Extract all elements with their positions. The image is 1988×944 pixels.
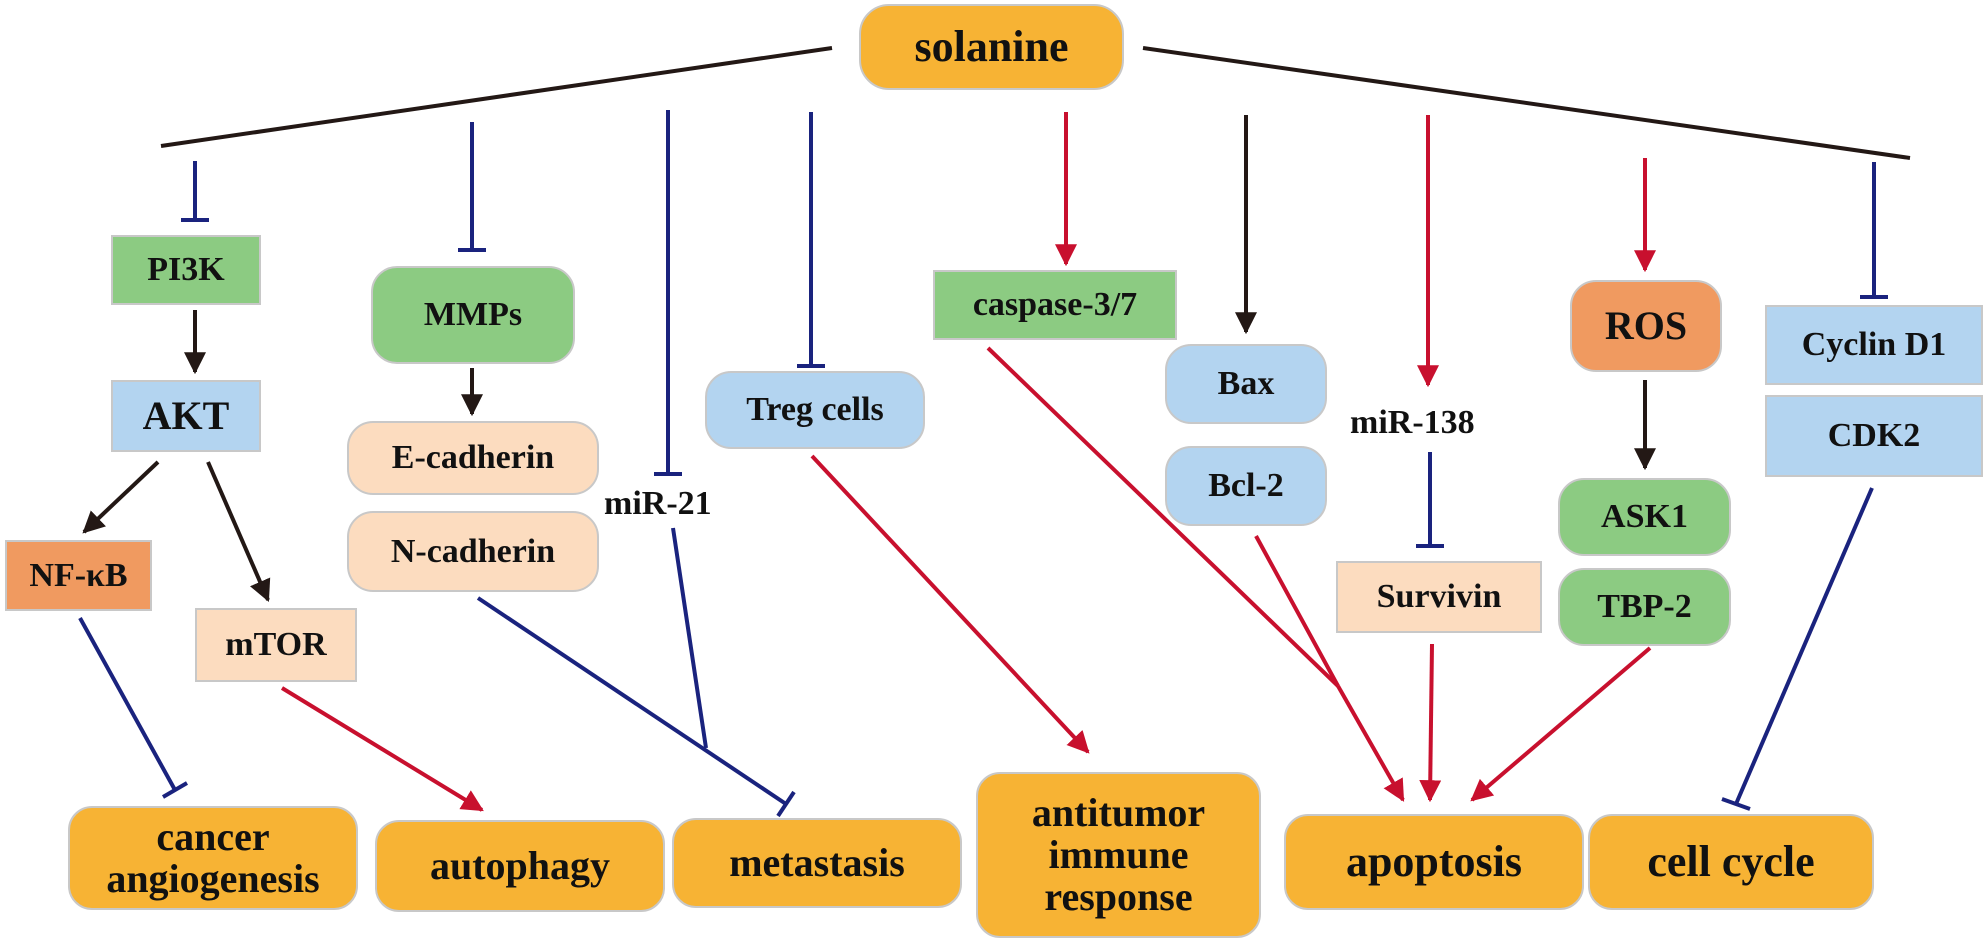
- outcome-metastasis: metastasis: [672, 818, 962, 908]
- edge-mir21-metastasis: [671, 527, 708, 749]
- outcome-cellcycle: cell cycle: [1588, 814, 1874, 910]
- edge-mir138-survivin: [1416, 452, 1444, 548]
- node-ecadherin: E-cadherin: [347, 421, 599, 495]
- edge-mtor-autophagy: [280, 686, 484, 812]
- node-pi3k: PI3K: [111, 235, 261, 305]
- node-cyclind1: Cyclin D1: [1765, 305, 1983, 385]
- label-mir138: miR-138: [1350, 404, 1475, 441]
- node-nfkb: NF-κB: [5, 540, 152, 611]
- edge-solanine-treg: [797, 112, 825, 368]
- node-akt: AKT: [111, 380, 261, 452]
- edge-akt-nfkb: [82, 460, 160, 534]
- edge-solanine-pi3k: [181, 161, 209, 222]
- edge-tbp2-apoptosis: [1470, 646, 1652, 802]
- edge-caspase-apoptosis-tail: [1336, 685, 1405, 802]
- outcome-apoptosis: apoptosis: [1284, 814, 1584, 910]
- branch-line: [160, 46, 833, 148]
- node-ask1: ASK1: [1558, 478, 1731, 556]
- edge-nfkb-angiogenesis: [78, 617, 189, 799]
- node-bax: Bax: [1165, 344, 1327, 424]
- edge-treg-immune: [810, 454, 1090, 754]
- label-mir21: miR-21: [604, 485, 712, 522]
- node-ncadherin: N-cadherin: [347, 511, 599, 592]
- node-cdk2: CDK2: [1765, 395, 1983, 477]
- node-caspase: caspase-3/7: [933, 270, 1177, 340]
- node-survivin: Survivin: [1336, 561, 1542, 633]
- node-mmps: MMPs: [371, 266, 575, 364]
- edge-solanine-cyclind1: [1860, 162, 1888, 299]
- branch-line: [1142, 46, 1911, 160]
- edge-solanine-mir21: [654, 110, 682, 476]
- edge-cdk2-cellcycle: [1721, 487, 1874, 811]
- outcome-immune: antitumor immune response: [976, 772, 1261, 938]
- node-solanine: solanine: [859, 4, 1124, 90]
- edge-akt-mtor: [206, 461, 271, 603]
- outcome-angiogenesis: cancer angiogenesis: [68, 806, 358, 910]
- edge-ncadherin-metastasis: [476, 596, 796, 818]
- node-tbp2: TBP-2: [1558, 568, 1731, 646]
- node-ros: ROS: [1570, 280, 1722, 372]
- outcome-autophagy: autophagy: [375, 820, 665, 912]
- edge-solanine-mmps: [458, 122, 486, 252]
- edge-bcl2-apoptosis: [1254, 535, 1340, 687]
- edge-survivin-apoptosis: [1419, 643, 1442, 803]
- node-mtor: mTOR: [195, 608, 357, 682]
- node-bcl2: Bcl-2: [1165, 446, 1327, 526]
- node-treg: Treg cells: [705, 371, 925, 449]
- edge-caspase-apoptosis: [986, 346, 1340, 688]
